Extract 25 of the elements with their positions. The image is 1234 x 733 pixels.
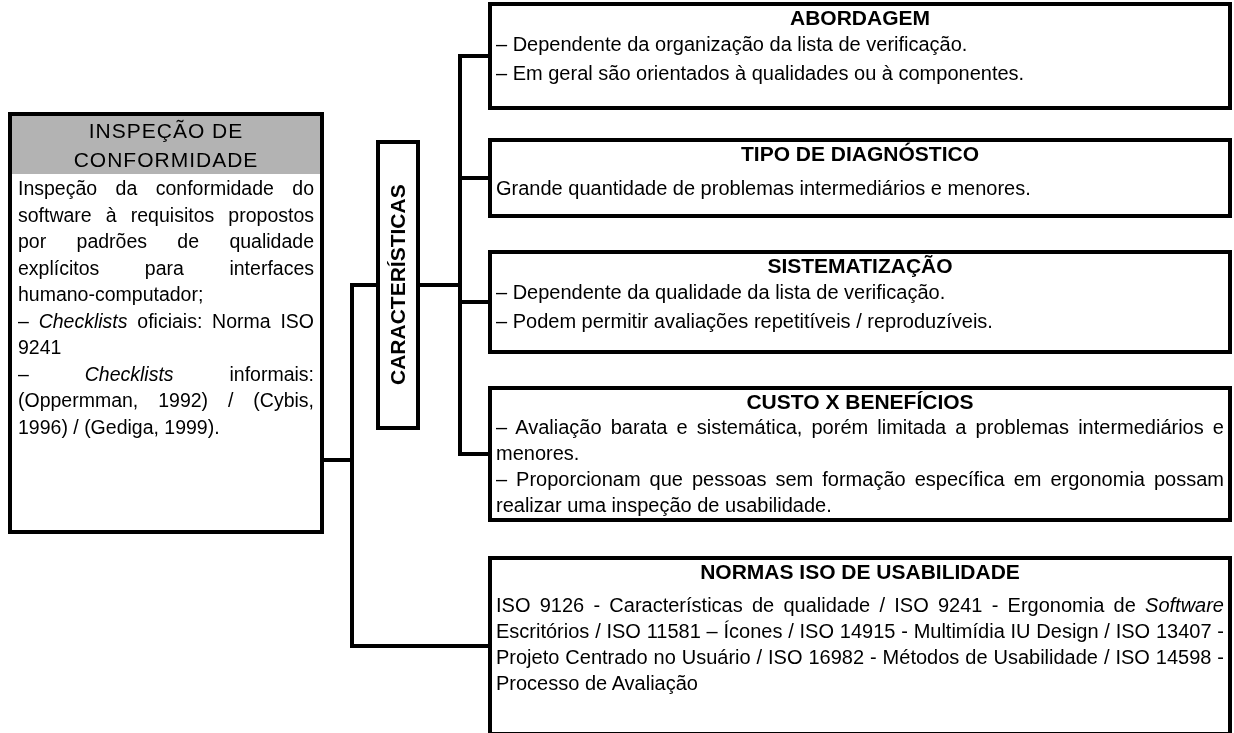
- vertical-label-box: [376, 140, 420, 430]
- box-heading: SISTEMATIZAÇÃO: [766, 254, 954, 278]
- text-box: [8, 112, 324, 534]
- description-text: – Podem permitir avaliações repetitíveis / reproduzíveis.: [495, 309, 994, 334]
- connector-line: [420, 283, 488, 456]
- text-box: [488, 386, 1232, 522]
- box-heading: INSPEÇÃO DE CONFORMIDADE: [12, 116, 320, 174]
- text-box: [488, 556, 1232, 733]
- box-heading: ABORDAGEM: [789, 6, 931, 30]
- box-heading: CUSTO X BENEFÍCIOS: [745, 390, 975, 414]
- description-text: – Dependente da organização da lista de verificação.: [495, 32, 969, 57]
- description-text: – Checklists informais: (Oppermman, 1992) / (Cybis, 1996) / (Gediga, 1999).: [17, 361, 315, 440]
- text-box: [488, 138, 1232, 218]
- box-heading: TIPO DE DIAGNÓSTICO: [740, 142, 980, 166]
- description-text: – Proporcionam que pessoas sem formação específica em ergonomia possam realizar uma inspeção de usabilidade.: [495, 467, 1225, 518]
- text-box: [488, 250, 1232, 354]
- box-heading: NORMAS ISO DE USABILIDADE: [699, 560, 1021, 584]
- description-text: – Dependente da qualidade da lista de verificação.: [495, 280, 947, 305]
- description-text: – Em geral são orientados à qualidades ou à componentes.: [495, 61, 1026, 86]
- vertical-heading: CARACTERÍSTICAS: [385, 183, 410, 388]
- description-text: Inspeção da conformidade do software à requisitos propostos por padrões de qualidade explícitos para interfaces humano-computador;: [17, 176, 315, 307]
- description-text: Grande quantidade de problemas intermediários e menores.: [495, 176, 1032, 201]
- description-text: – Avaliação barata e sistemática, porém limitada a problemas intermediários e menores.: [495, 415, 1225, 466]
- description-text: ISO 9126 - Características de qualidade / ISO 9241 - Ergonomia de Software Escritórios / ISO 11581 – Ícones / ISO 14915 - Multimídia IU Design / ISO 13407 - Projeto Centrado no Usuário / ISO 16982 - Métodos de Usabilidade / ISO 14598 - Processo de Avaliação: [495, 593, 1225, 696]
- text-box: [488, 2, 1232, 110]
